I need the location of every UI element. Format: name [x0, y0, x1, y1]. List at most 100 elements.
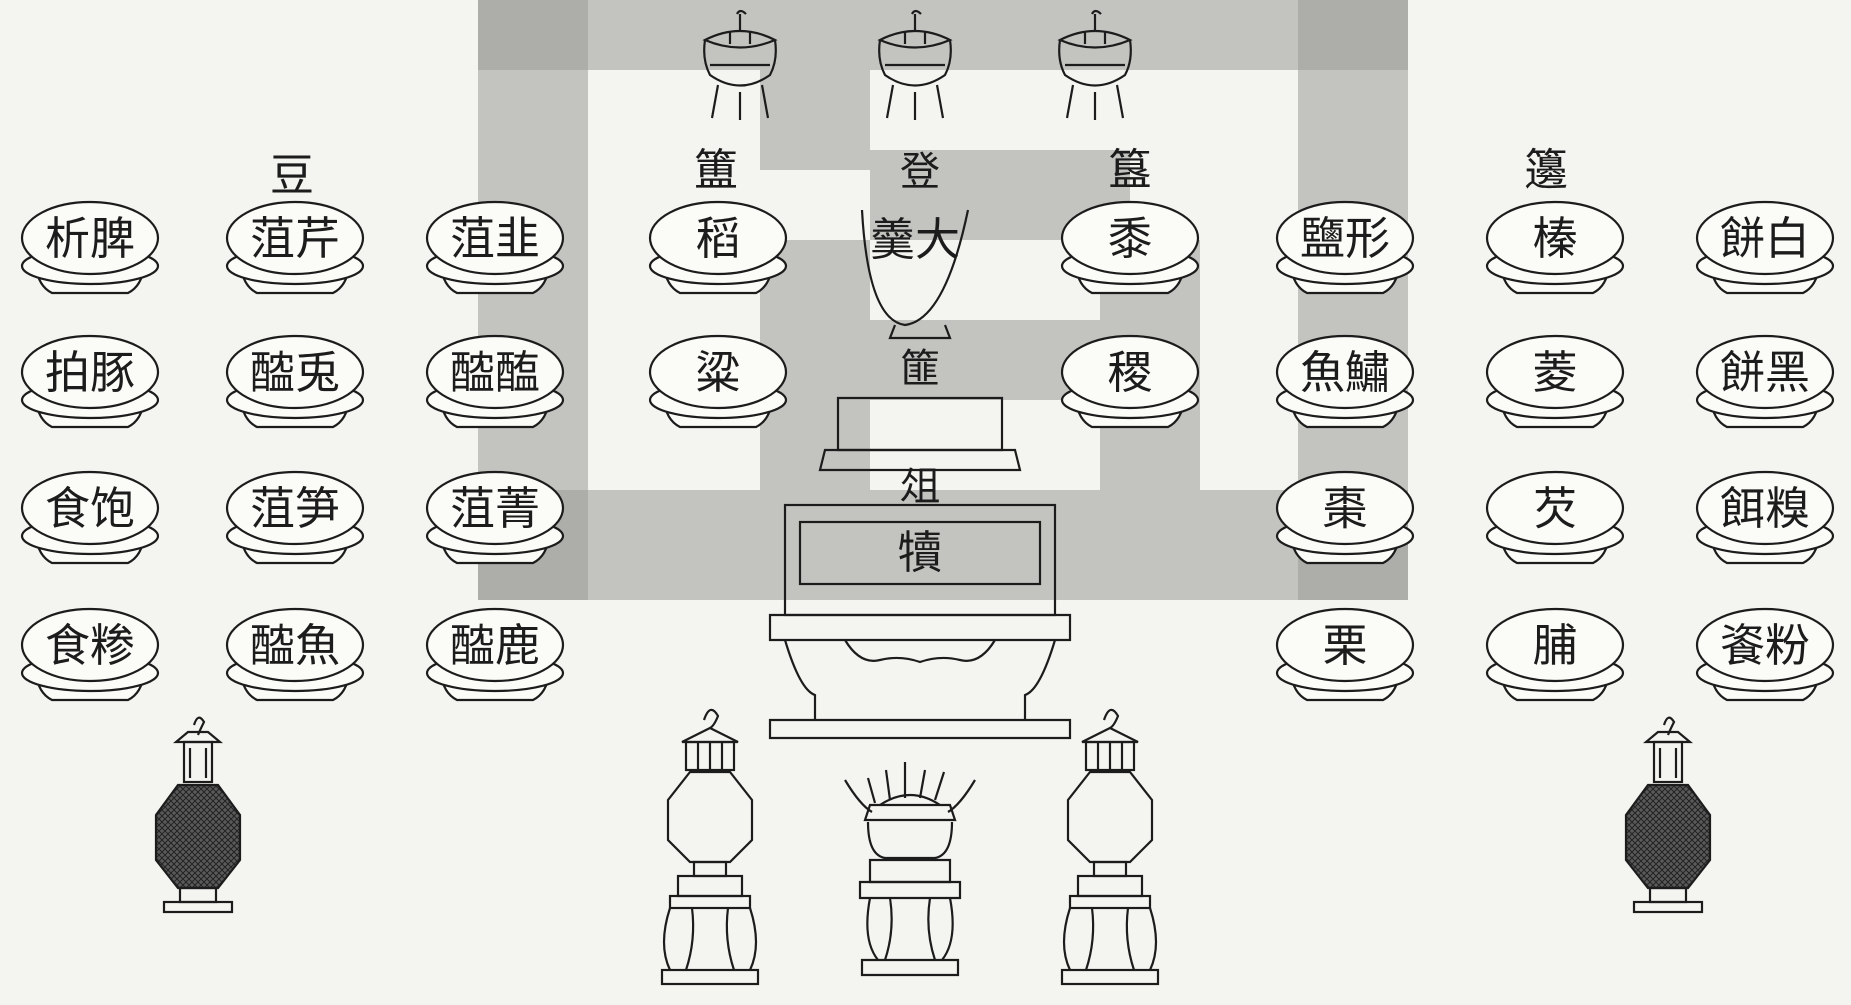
dish-right-0-0: 鹽形	[1275, 200, 1415, 295]
dish-label: 醓魚	[250, 619, 340, 672]
heading-deng: 登	[900, 149, 940, 195]
dish-right-1-0: 榛	[1485, 200, 1625, 295]
dish-left-1-1: 醓兎	[225, 334, 365, 429]
plate-top	[225, 607, 365, 683]
zu-item-label: 犢	[897, 526, 942, 579]
plate-top	[1275, 200, 1415, 276]
dish-label: 魚鱐	[1300, 346, 1390, 399]
dish-right-0-2: 棗	[1275, 470, 1415, 565]
plate-top	[1485, 607, 1625, 683]
dish-left-1-2: 菹笋	[225, 470, 365, 565]
incense-burner	[844, 762, 976, 977]
dish-left-0-0: 析脾	[20, 200, 160, 295]
dish-label: 餈粉	[1720, 619, 1810, 672]
dish-left-2-0: 菹韭	[425, 200, 565, 295]
dish-label: 菹笋	[250, 482, 340, 535]
zu-stand	[768, 503, 1072, 740]
plate-top	[1485, 334, 1625, 410]
plate-top	[1275, 470, 1415, 546]
plate-top	[1060, 334, 1200, 410]
candlestick-left	[660, 708, 760, 986]
dish-label: 餅黑	[1720, 346, 1810, 399]
dish-right-1-3: 脯	[1485, 607, 1625, 702]
jue-cup	[702, 9, 778, 120]
dish-label: 稻	[695, 212, 740, 265]
deng-item-label: 羹大	[870, 213, 960, 266]
watermark-logo	[478, 0, 1408, 600]
plate-top	[425, 200, 565, 276]
plate-top	[1695, 607, 1835, 683]
dish-left-2-2: 菹菁	[425, 470, 565, 565]
plate-top	[1485, 470, 1625, 546]
plate-top	[20, 200, 160, 276]
dish-label: 菹芹	[250, 212, 340, 265]
plate-top	[20, 607, 160, 683]
dish-right-2-2: 餌糗	[1695, 470, 1835, 565]
wine-jar-right	[1624, 716, 1712, 914]
dish-left-1-0: 菹芹	[225, 200, 365, 295]
dish-right-1-2: 芡	[1485, 470, 1625, 565]
dish-left-0-1: 拍豚	[20, 334, 160, 429]
dish-left-2-1: 醓醢	[425, 334, 565, 429]
dish-label: 棗	[1322, 482, 1367, 535]
heading-fei: 篚	[900, 346, 940, 392]
dish-plates: 析脾拍豚食饱食糁菹芹醓兎菹笋醓魚菹韭醓醢菹菁醓鹿鹽形魚鱐棗栗榛菱芡脯餅白餅黑餌糗…	[20, 200, 1835, 702]
heading-dou: 豆	[270, 150, 314, 201]
plate-top	[1695, 470, 1835, 546]
plate-top	[225, 200, 365, 276]
candlestick-right	[1060, 708, 1160, 986]
dish-left-0-3: 食糁	[20, 607, 160, 702]
plate-top	[225, 470, 365, 546]
dish-label: 餅白	[1720, 212, 1810, 265]
dish-right-2-1: 餅黑	[1695, 334, 1835, 429]
dish-label: 食糁	[45, 619, 135, 672]
dish-right-0-3: 栗	[1275, 607, 1415, 702]
wine-jar-left	[154, 716, 242, 914]
dish-label: 脯	[1532, 619, 1577, 672]
dish-label: 榛	[1532, 212, 1577, 265]
dish-label: 醓醢	[450, 346, 540, 399]
deng-bowl	[860, 209, 970, 340]
dish-label: 粱	[695, 346, 740, 399]
heading-bian: 籩	[1524, 145, 1568, 196]
dish-label: 醓鹿	[450, 619, 540, 672]
plate-top	[225, 334, 365, 410]
plate-top	[1485, 200, 1625, 276]
dish-right-2-0: 餅白	[1695, 200, 1835, 295]
dish-label: 析脾	[45, 212, 135, 265]
dish-fu-1: 粱	[648, 334, 788, 429]
dish-label: 稷	[1107, 346, 1152, 399]
plate-top	[1275, 607, 1415, 683]
dish-label: 鹽形	[1300, 212, 1390, 265]
plate-top	[20, 470, 160, 546]
dish-left-1-3: 醓魚	[225, 607, 365, 702]
heading-zu: 俎	[900, 464, 940, 510]
dish-label: 芡	[1532, 482, 1577, 535]
plate-top	[1695, 200, 1835, 276]
dish-gui-0: 黍	[1060, 200, 1200, 295]
dish-label: 餌糗	[1720, 482, 1810, 535]
dish-label: 栗	[1322, 619, 1367, 672]
fei-basket	[818, 396, 1022, 472]
dish-label: 醓兎	[250, 346, 340, 399]
plate-top	[1275, 334, 1415, 410]
plate-top	[425, 470, 565, 546]
dish-label: 食饱	[45, 482, 135, 535]
dish-fu-0: 稻	[648, 200, 788, 295]
plate-top	[648, 334, 788, 410]
dish-label: 菹韭	[450, 212, 540, 265]
dish-right-0-1: 魚鱐	[1275, 334, 1415, 429]
heading-gui: 簋	[1108, 145, 1152, 196]
plate-top	[425, 334, 565, 410]
dish-left-2-3: 醓鹿	[425, 607, 565, 702]
plate-top	[425, 607, 565, 683]
jue-cups	[702, 9, 1133, 120]
jue-cup	[1057, 9, 1133, 120]
dish-label: 黍	[1107, 212, 1152, 265]
dish-gui-1: 稷	[1060, 334, 1200, 429]
dish-left-0-2: 食饱	[20, 470, 160, 565]
jue-cup	[877, 9, 953, 120]
heading-fu: 簠	[694, 145, 738, 196]
